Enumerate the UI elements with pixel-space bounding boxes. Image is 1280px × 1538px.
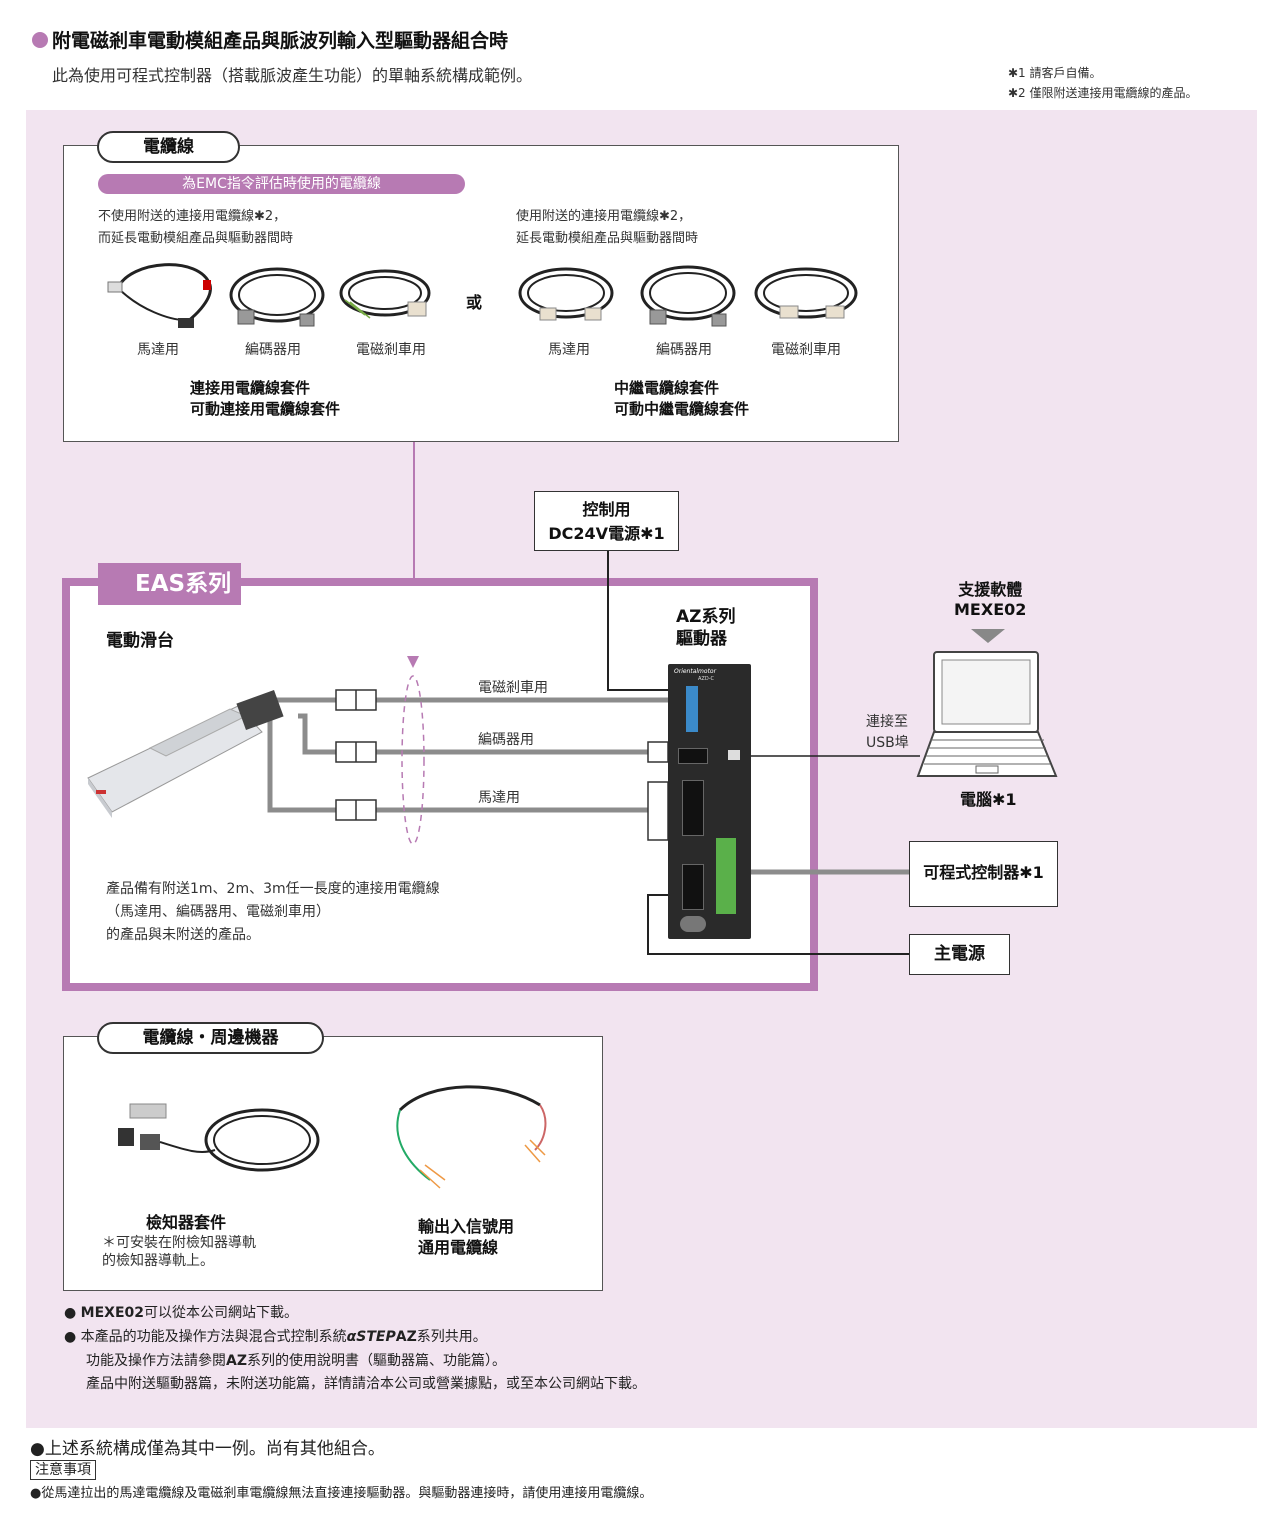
brake-cable-right-icon <box>754 267 858 319</box>
driver-encoder-port <box>678 748 708 764</box>
eas-series-tab: EAS系列 <box>98 563 241 605</box>
left-cable-brake-label: 電磁剎車用 <box>356 342 426 358</box>
left-cable-encoder-label: 編碼器用 <box>245 342 301 358</box>
cable-note-1: 產品備有附送1m、2m、3m任一長度的連接用電纜線 <box>106 881 440 897</box>
pc-label: 電腦✱1 <box>960 790 1017 809</box>
encoder-line-label: 編碼器用 <box>478 732 534 748</box>
peripheral-section-box <box>63 1036 603 1291</box>
right-cable-motor-label: 馬達用 <box>548 342 590 358</box>
motor-cable-left-icon <box>107 263 212 328</box>
cable-note-2: （馬達用、編碼器用、電磁剎車用） <box>106 904 330 920</box>
bullet-1: ● MEXE02可以從本公司網站下載。 <box>64 1305 299 1321</box>
bullet-4: 產品中附送驅動器篇，未附送功能篇，詳情請洽本公司或營業據點，或至本公司網站下載。 <box>86 1376 646 1392</box>
brake-line-label: 電磁剎車用 <box>478 680 548 696</box>
right-kit-label-2: 可動中繼電纜線套件 <box>614 400 750 418</box>
sensor-kit-label: 檢知器套件 <box>146 1213 227 1232</box>
driver-brand: Orientalmotor <box>674 668 717 675</box>
left-desc-2: 而延長電動模組產品與驅動器間時 <box>98 231 294 246</box>
right-desc-1: 使用附送的連接用電纜線✱2， <box>516 209 692 224</box>
footer-line-2: ●從馬達拉出的馬達電纜線及電磁剎車電纜線無法直接連接驅動器。與驅動器連接時，請使… <box>30 1486 653 1501</box>
usb-label-2: USB埠 <box>866 735 909 751</box>
electric-slide-icon <box>87 690 284 818</box>
or-label: 或 <box>466 293 483 312</box>
emc-cable-bar: 為EMC指令評估時使用的電纜線 <box>98 174 465 194</box>
plc-box: 可程式控制器✱1 <box>909 841 1058 907</box>
driver-power-terminal <box>682 864 704 910</box>
io-cable-label-1: 輸出入信號用 <box>418 1217 515 1236</box>
page-title: 附電磁剎車電動模組產品與脈波列輸入型驅動器組合時 <box>32 26 508 53</box>
peripheral-section-tab: 電纜線・周邊機器 <box>97 1022 324 1054</box>
sensor-kit-icon <box>118 1103 320 1172</box>
down-arrow-icon <box>971 629 1005 643</box>
usb-label-1: 連接至 <box>866 714 908 730</box>
right-desc-2: 延長電動模組產品與驅動器間時 <box>516 231 699 246</box>
brake-cable-left-icon <box>339 269 431 319</box>
io-cable-label-2: 通用電纜線 <box>418 1238 499 1257</box>
driver-terminal-blue <box>686 686 698 732</box>
caution-label: 注意事項 <box>30 1460 96 1480</box>
driver-model: AZD-C <box>698 676 714 682</box>
driver-motor-port <box>682 780 704 836</box>
footnote-2: ✱2 僅限附送連接用電纜線的產品。 <box>1008 86 1198 100</box>
motor-line-label: 馬達用 <box>478 790 520 806</box>
driver-label: AZ系列 驅動器 <box>676 607 736 649</box>
footnote-1: ✱1 請客戶自備。 <box>1008 66 1102 80</box>
bullet-2: ● 本產品的功能及操作方法與混合式控制系統αSTEPAZ系列共用。 <box>64 1329 487 1345</box>
bullet-dot-icon <box>32 32 48 48</box>
control-power-box: 控制用 DC24V電源✱1 <box>534 491 679 551</box>
driver-usb-port <box>728 750 740 760</box>
az-driver-unit: Orientalmotor AZD-C <box>668 664 751 939</box>
sensor-note-1: ＊可安裝在附檢知器導軌 <box>102 1235 256 1251</box>
alphastep-logo: αSTEP <box>346 1329 396 1345</box>
left-kit-label-1: 連接用電纜線套件 <box>190 379 311 397</box>
cable-note-3: 的產品與未附送的產品。 <box>106 927 260 943</box>
laptop-icon <box>916 651 1058 777</box>
software-label: 支援軟體 MEXE02 <box>954 580 1027 619</box>
left-kit-label-2: 可動連接用電纜線套件 <box>190 400 341 418</box>
footer-line-1: ●上述系統構成僅為其中一例。尚有其他組合。 <box>30 1439 385 1459</box>
bullet-3: 功能及操作方法請參閱AZ系列的使用說明書（驅動器篇、功能篇）。 <box>86 1353 506 1369</box>
right-cable-encoder-label: 編碼器用 <box>656 342 712 358</box>
right-cable-brake-label: 電磁剎車用 <box>771 342 841 358</box>
io-cable-icon <box>396 1085 547 1189</box>
page-subtitle: 此為使用可程式控制器（搭載脈波產生功能）的單軸系統構成範例。 <box>52 66 533 85</box>
sensor-note-2: 的檢知器導軌上。 <box>102 1253 214 1269</box>
main-power-box: 主電源 <box>909 934 1010 975</box>
cable-pointer-line <box>413 442 415 666</box>
motor-cable-right-icon <box>518 267 614 321</box>
slide-label: 電動滑台 <box>106 631 174 651</box>
cable-section-tab: 電纜線 <box>97 131 240 163</box>
encoder-cable-right-icon <box>640 265 736 327</box>
left-cable-motor-label: 馬達用 <box>137 342 179 358</box>
left-desc-1: 不使用附送的連接用電纜線✱2， <box>98 209 287 224</box>
encoder-cable-left-icon <box>229 267 325 327</box>
driver-io-terminal <box>716 838 736 914</box>
driver-ground <box>680 916 706 932</box>
cable-section-box <box>63 145 899 442</box>
right-kit-label-1: 中繼電纜線套件 <box>614 379 720 397</box>
